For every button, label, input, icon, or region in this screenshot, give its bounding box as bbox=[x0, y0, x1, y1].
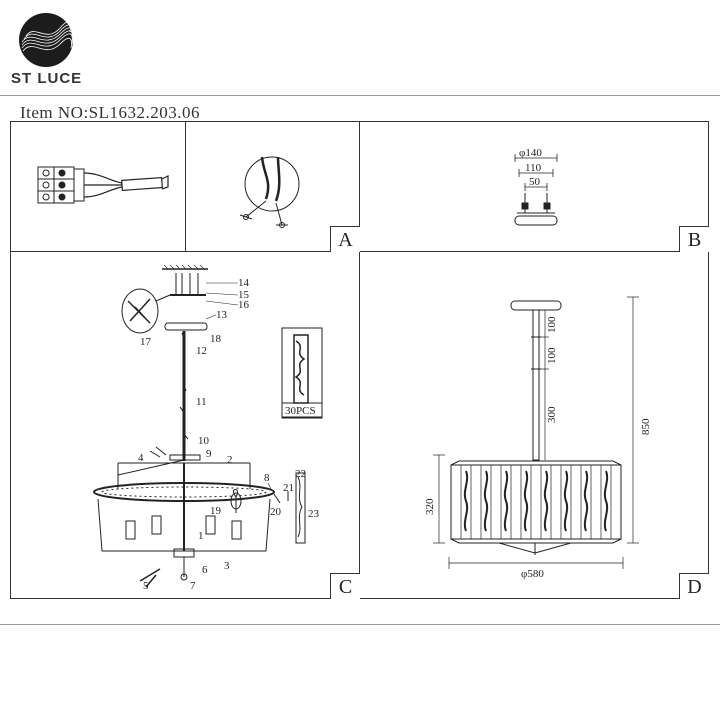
callout-19: 19 bbox=[210, 505, 222, 517]
dim-total-height: 850 bbox=[640, 418, 652, 435]
callout-6: 6 bbox=[202, 564, 208, 576]
dim-canopy-width: 110 bbox=[525, 162, 542, 174]
canopy-icon bbox=[510, 300, 562, 311]
callout-15: 15 bbox=[238, 289, 250, 301]
terminal-block-icon bbox=[37, 166, 85, 204]
dim-canopy-diameter: φ140 bbox=[519, 147, 542, 159]
callout-3: 3 bbox=[224, 560, 230, 572]
callout-1: 1 bbox=[198, 530, 204, 542]
callout-5: 5 bbox=[143, 580, 149, 592]
item-number: Item NO:SL1632.203.06 bbox=[20, 103, 201, 122]
panel-c-label: C bbox=[330, 573, 360, 599]
panel-c-drawing: 30PCS 1 2 3 4 5 6 7 8 9 10 11 12 13 14 1… bbox=[93, 264, 323, 592]
panel-d bbox=[359, 251, 709, 599]
wire-connection-detail-icon bbox=[239, 156, 300, 228]
callout-14: 14 bbox=[238, 277, 250, 289]
callout-20: 20 bbox=[270, 506, 282, 518]
callout-21: 21 bbox=[283, 482, 294, 494]
callout-10: 10 bbox=[198, 435, 210, 447]
bottom-arms-icon bbox=[498, 542, 572, 555]
dim-rod-1: 100 bbox=[546, 316, 558, 333]
callout-7: 7 bbox=[190, 580, 196, 592]
callout-23: 23 bbox=[308, 508, 320, 520]
crystal-strips-pattern bbox=[460, 465, 612, 539]
callout-11: 11 bbox=[196, 396, 207, 408]
panel-a-divider bbox=[185, 121, 186, 252]
panel-d-drawing: 100 100 300 850 320 φ580 bbox=[424, 296, 652, 580]
upper-rim-icon bbox=[450, 460, 622, 466]
callout-numbers: 1 2 3 4 5 6 7 8 9 10 11 12 13 14 15 16 1… bbox=[138, 277, 320, 592]
brand-logo bbox=[14, 8, 78, 72]
panel-b-drawing: φ140 110 50 bbox=[514, 147, 558, 226]
footer-divider bbox=[0, 624, 720, 625]
rod-icon bbox=[532, 309, 540, 461]
callout-18: 18 bbox=[210, 333, 222, 345]
callout-13: 13 bbox=[216, 309, 228, 321]
callout-17: 17 bbox=[140, 336, 152, 348]
callout-16: 16 bbox=[238, 299, 250, 311]
callout-22: 22 bbox=[295, 468, 306, 480]
dim-rod-2: 100 bbox=[546, 347, 558, 364]
panel-d-label: D bbox=[679, 573, 709, 599]
dim-body-height: 320 bbox=[424, 498, 436, 515]
dimension-lines bbox=[514, 154, 558, 191]
mounting-screws-icon bbox=[517, 193, 555, 214]
crystal-drum-icon bbox=[450, 464, 622, 540]
leader-lines bbox=[205, 282, 273, 492]
callout-9: 9 bbox=[206, 448, 212, 460]
logo-mark-icon bbox=[19, 13, 73, 67]
crystal-strip-icon bbox=[281, 327, 323, 419]
panel-b-label: B bbox=[679, 226, 709, 252]
wire-detail-icon bbox=[121, 288, 159, 334]
canopy-icon bbox=[164, 322, 208, 331]
dim-diameter: φ580 bbox=[521, 568, 544, 580]
header-divider bbox=[0, 95, 720, 96]
dimension-lines bbox=[433, 296, 639, 569]
panel-a-label: A bbox=[330, 226, 360, 252]
single-crystal-icon bbox=[295, 472, 306, 544]
crystal-quantity: 30PCS bbox=[285, 405, 316, 417]
callout-8: 8 bbox=[264, 472, 270, 484]
callout-2: 2 bbox=[227, 454, 233, 466]
dim-rod-3: 300 bbox=[546, 406, 558, 423]
callout-12: 12 bbox=[196, 345, 207, 357]
brand-name: ST LUCE bbox=[11, 70, 83, 87]
lamp-holders-icon bbox=[125, 489, 242, 540]
lower-rim-icon bbox=[450, 538, 622, 544]
callout-4: 4 bbox=[138, 452, 144, 464]
dim-screw-spacing: 50 bbox=[529, 176, 541, 188]
panel-a-drawing bbox=[37, 156, 300, 228]
cable-icon bbox=[83, 172, 169, 198]
canopy-plate-icon bbox=[514, 215, 558, 226]
